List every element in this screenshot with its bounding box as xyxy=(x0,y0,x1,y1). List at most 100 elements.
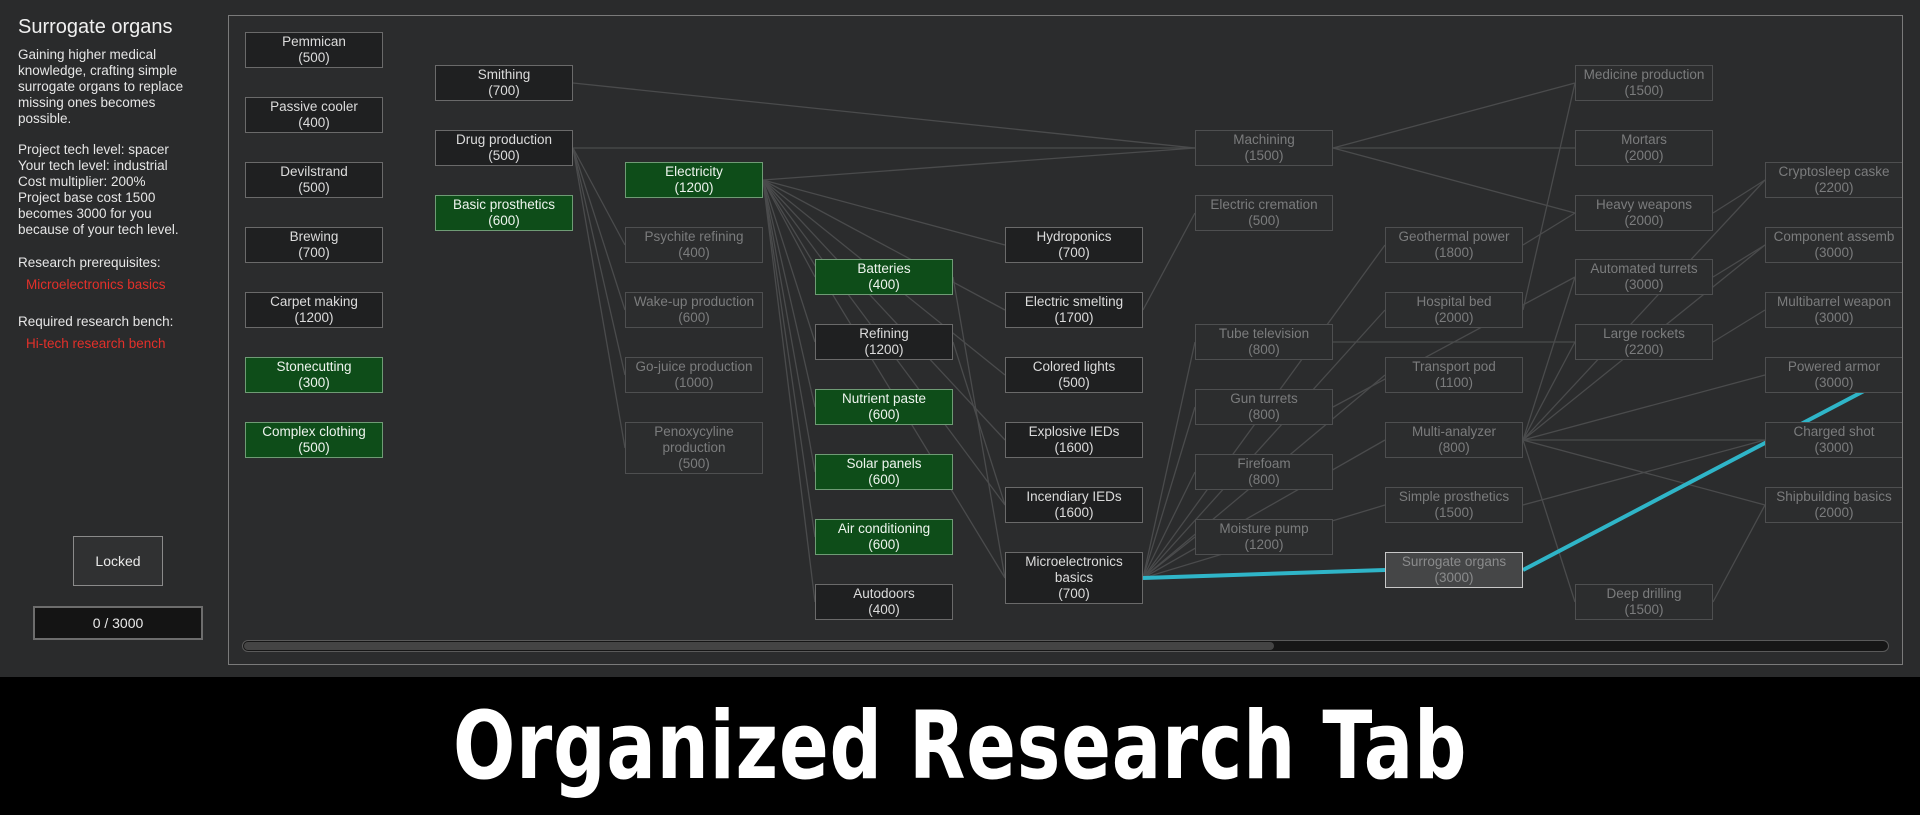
research-node-machining[interactable]: Machining(1500) xyxy=(1195,130,1333,166)
research-node-cost: (1800) xyxy=(1434,245,1474,260)
research-node-moisture-pump[interactable]: Moisture pump(1200) xyxy=(1195,519,1333,555)
banner-title: Organized Research Tab xyxy=(452,691,1468,801)
research-node-refining[interactable]: Refining(1200) xyxy=(815,324,953,360)
research-node-solar-panels[interactable]: Solar panels(600) xyxy=(815,454,953,490)
research-node-devilstrand[interactable]: Devilstrand(500) xyxy=(245,162,383,198)
research-node-wakeup-production[interactable]: Wake-up production(600) xyxy=(625,292,763,328)
research-node-brewing[interactable]: Brewing(700) xyxy=(245,227,383,263)
research-node-cost: (800) xyxy=(1438,440,1470,455)
research-node-multibarrel[interactable]: Multibarrel weapon(3000) xyxy=(1765,292,1902,328)
base-cost: Project base cost 1500 xyxy=(18,190,156,205)
research-node-colored-lights[interactable]: Colored lights(500) xyxy=(1005,357,1143,393)
research-node-deep-drilling[interactable]: Deep drilling(1500) xyxy=(1575,584,1713,620)
connection-line xyxy=(1142,341,1196,579)
research-node-cost: (500) xyxy=(488,148,520,163)
research-node-nutrient-paste[interactable]: Nutrient paste(600) xyxy=(815,389,953,425)
research-node-tube-television[interactable]: Tube television(800) xyxy=(1195,324,1333,360)
research-node-complex-clothing[interactable]: Complex clothing(500) xyxy=(245,422,383,458)
research-node-label: Devilstrand(500) xyxy=(280,164,348,196)
research-node-label: Hospital bed(2000) xyxy=(1416,294,1491,326)
research-node-name: Hydroponics xyxy=(1036,229,1112,244)
horizontal-scrollbar[interactable] xyxy=(242,640,1889,652)
research-node-label: Charged shot(3000) xyxy=(1793,424,1874,456)
research-node-label: Air conditioning(600) xyxy=(838,521,930,553)
research-node-label: Component assemb(3000) xyxy=(1774,229,1895,261)
research-node-label: Geothermal power(1800) xyxy=(1398,229,1509,261)
research-node-passive-cooler[interactable]: Passive cooler(400) xyxy=(245,97,383,133)
research-node-large-rockets[interactable]: Large rockets(2200) xyxy=(1575,324,1713,360)
research-node-penoxycyline[interactable]: Penoxycyline production(500) xyxy=(625,422,763,474)
research-node-gojuice-production[interactable]: Go-juice production(1000) xyxy=(625,357,763,393)
research-node-name: Transport pod xyxy=(1412,359,1496,374)
research-node-drug-production[interactable]: Drug production(500) xyxy=(435,130,573,166)
connection-line xyxy=(1142,406,1196,579)
research-node-name: Psychite refining xyxy=(644,229,744,244)
research-node-pemmican[interactable]: Pemmican(500) xyxy=(245,32,383,68)
research-node-cost: (1600) xyxy=(1054,440,1094,455)
research-node-medicine-production[interactable]: Medicine production(1500) xyxy=(1575,65,1713,101)
research-node-multi-analyzer[interactable]: Multi-analyzer(800) xyxy=(1385,422,1523,458)
research-node-psychite-refining[interactable]: Psychite refining(400) xyxy=(625,227,763,263)
research-node-charged-shot[interactable]: Charged shot(3000) xyxy=(1765,422,1902,458)
locked-button[interactable]: Locked xyxy=(73,536,163,586)
research-node-label: Stonecutting(300) xyxy=(276,359,351,391)
research-node-name: Moisture pump xyxy=(1219,521,1309,536)
connection-line xyxy=(952,341,1006,506)
research-node-electric-cremation[interactable]: Electric cremation(500) xyxy=(1195,195,1333,231)
research-node-stonecutting[interactable]: Stonecutting(300) xyxy=(245,357,383,393)
research-node-mortars[interactable]: Mortars(2000) xyxy=(1575,130,1713,166)
research-node-automated-turrets[interactable]: Automated turrets(3000) xyxy=(1575,259,1713,295)
research-node-hospital-bed[interactable]: Hospital bed(2000) xyxy=(1385,292,1523,328)
research-node-air-conditioning[interactable]: Air conditioning(600) xyxy=(815,519,953,555)
research-node-cryptosleep[interactable]: Cryptosleep caske(2200) xyxy=(1765,162,1902,198)
research-node-component-assembly[interactable]: Component assemb(3000) xyxy=(1765,227,1902,263)
research-node-name: Heavy weapons xyxy=(1595,197,1693,212)
research-node-label: Autodoors(400) xyxy=(853,586,915,618)
project-title: Surrogate organs xyxy=(18,16,173,38)
research-node-cost: (400) xyxy=(678,245,710,260)
research-node-batteries[interactable]: Batteries(400) xyxy=(815,259,953,295)
research-node-label: Electric smelting(1700) xyxy=(1025,294,1123,326)
research-node-cost: (3000) xyxy=(1814,440,1854,455)
research-node-electricity[interactable]: Electricity(1200) xyxy=(625,162,763,198)
research-node-microelectronics[interactable]: Microelectronics basics(700) xyxy=(1005,552,1143,604)
research-node-gun-turrets[interactable]: Gun turrets(800) xyxy=(1195,389,1333,425)
connection-line xyxy=(1522,276,1576,441)
research-node-electric-smelting[interactable]: Electric smelting(1700) xyxy=(1005,292,1143,328)
research-node-basic-prosthetics[interactable]: Basic prosthetics(600) xyxy=(435,195,573,231)
research-node-name: Charged shot xyxy=(1793,424,1875,439)
research-node-shipbuilding-basics[interactable]: Shipbuilding basics(2000) xyxy=(1765,487,1902,523)
research-node-simple-prosthetics[interactable]: Simple prosthetics(1500) xyxy=(1385,487,1523,523)
research-node-transport-pod[interactable]: Transport pod(1100) xyxy=(1385,357,1523,393)
research-node-label: Heavy weapons(2000) xyxy=(1596,197,1692,229)
research-node-name: Wake-up production xyxy=(633,294,755,309)
prerequisites-label: Research prerequisites: xyxy=(18,255,161,270)
research-node-label: Medicine production(1500) xyxy=(1584,67,1705,99)
research-node-label: Psychite refining(400) xyxy=(644,229,743,261)
connection-line xyxy=(1142,439,1386,579)
research-node-smithing[interactable]: Smithing(700) xyxy=(435,65,573,101)
research-node-cost: (2200) xyxy=(1814,180,1854,195)
research-node-hydroponics[interactable]: Hydroponics(700) xyxy=(1005,227,1143,263)
research-node-cost: (2000) xyxy=(1814,505,1854,520)
research-node-incendiary-ieds[interactable]: Incendiary IEDs(1600) xyxy=(1005,487,1143,523)
research-node-autodoors[interactable]: Autodoors(400) xyxy=(815,584,953,620)
research-node-cost: (500) xyxy=(1248,213,1280,228)
research-node-name: Multi-analyzer xyxy=(1411,424,1497,439)
research-node-heavy-weapons[interactable]: Heavy weapons(2000) xyxy=(1575,195,1713,231)
scrollbar-thumb[interactable] xyxy=(244,642,1274,650)
research-node-name: Go-juice production xyxy=(635,359,753,374)
connection-line xyxy=(1522,82,1576,311)
research-node-surrogate-organs[interactable]: Surrogate organs(3000) xyxy=(1385,552,1523,588)
research-node-geothermal-power[interactable]: Geothermal power(1800) xyxy=(1385,227,1523,263)
connection-line xyxy=(762,179,816,603)
connection-line xyxy=(572,147,626,449)
research-node-explosive-ieds[interactable]: Explosive IEDs(1600) xyxy=(1005,422,1143,458)
research-node-cost: (1000) xyxy=(674,375,714,390)
research-node-cost: (1500) xyxy=(1244,148,1284,163)
research-node-label: Powered armor(3000) xyxy=(1788,359,1880,391)
research-tree-view[interactable]: Pemmican(500) Passive cooler(400) Devilstr… xyxy=(228,15,1903,665)
research-node-firefoam[interactable]: Firefoam(800) xyxy=(1195,454,1333,490)
research-node-carpet-making[interactable]: Carpet making(1200) xyxy=(245,292,383,328)
research-node-powered-armor[interactable]: Powered armor(3000) xyxy=(1765,357,1902,393)
